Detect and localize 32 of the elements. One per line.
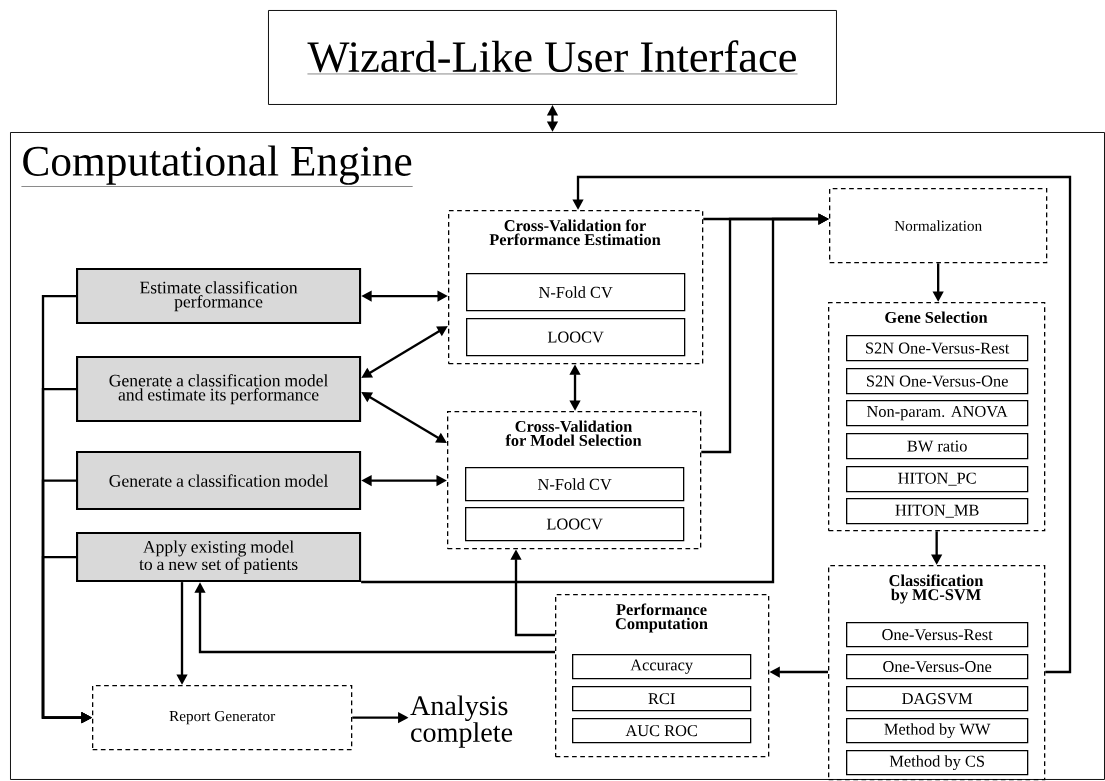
process-box: Generate a classification model xyxy=(76,451,362,511)
method-box: S2N One-Versus-Rest xyxy=(846,335,1029,362)
method-box: LOOCV xyxy=(465,507,685,542)
method-box: One-Versus-Rest xyxy=(846,622,1029,648)
module-heading: Classification by MC-SVM xyxy=(889,574,984,604)
method-box: Non-param. ANOVA xyxy=(846,400,1029,427)
method-box: RCI xyxy=(572,686,752,712)
module-heading: Cross-Validation for Model Selection xyxy=(505,420,642,446)
method-box: Accuracy xyxy=(572,654,752,680)
method-box: Method by CS xyxy=(846,750,1029,776)
process-box: Estimate classification performance xyxy=(76,268,362,325)
method-box: HITON_MB xyxy=(846,498,1029,525)
method-box: DAGSVM xyxy=(846,686,1029,712)
module-heading: Gene Selection xyxy=(885,311,988,323)
method-box: Method by WW xyxy=(846,718,1029,744)
method-box: N-Fold CV xyxy=(466,273,686,312)
module-heading: Cross-Validation for Performance Estimation xyxy=(489,219,661,246)
process-box: Normalization xyxy=(829,188,1048,264)
interface-box: Wizard-Like User Interface xyxy=(268,10,837,105)
process-box: Report Generator xyxy=(92,685,353,751)
method-box: AUC ROC xyxy=(572,718,752,744)
process-box: Apply existing model to a new set of patients xyxy=(76,532,362,583)
method-box: BW ratio xyxy=(846,433,1029,460)
panel-title: Computational Engine xyxy=(21,145,413,187)
process-box: Generate a classification model and estimate its performance xyxy=(76,356,362,423)
method-box: One-Versus-One xyxy=(846,654,1029,680)
module-heading: Performance Computation xyxy=(615,603,708,633)
method-box: HITON_PC xyxy=(846,466,1029,493)
method-box: S2N One-Versus-One xyxy=(846,368,1029,395)
method-box: LOOCV xyxy=(466,318,686,357)
end-text: Analysis complete xyxy=(410,695,513,748)
method-box: N-Fold CV xyxy=(465,467,685,502)
